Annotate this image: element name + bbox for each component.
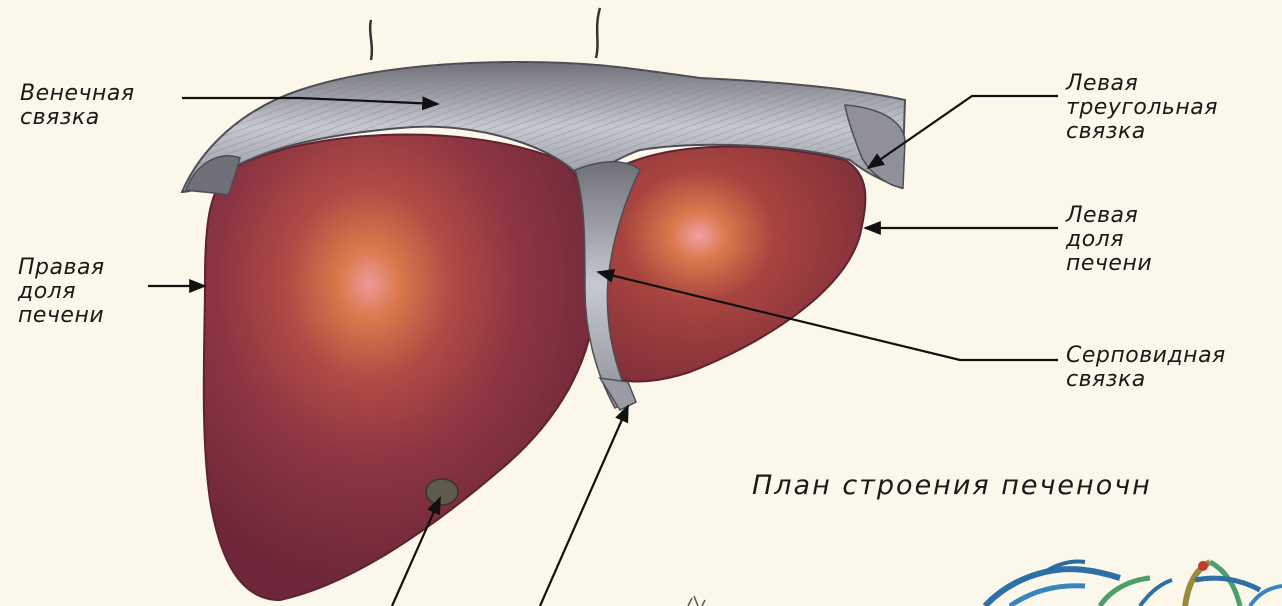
vessel-stub-left bbox=[370, 20, 372, 60]
small-vessel-mark bbox=[688, 596, 705, 606]
label-right-lobe: Правая доля печени bbox=[18, 256, 105, 328]
label-left-triangular-ligament-line1: Левая bbox=[1066, 72, 1218, 96]
label-falciform-ligament-line1: Серповидная bbox=[1066, 344, 1226, 368]
gallbladder-tip bbox=[426, 479, 458, 505]
label-falciform-ligament-line2: связка bbox=[1066, 368, 1226, 392]
label-left-triangular-ligament-line3: связка bbox=[1066, 120, 1218, 144]
label-right-lobe-line2: доля bbox=[18, 280, 105, 304]
label-right-lobe-line1: Правая bbox=[18, 256, 105, 280]
label-falciform-ligament: Серповидная связка bbox=[1066, 344, 1226, 392]
label-right-lobe-line3: печени bbox=[18, 304, 105, 328]
leader-round-ligament bbox=[540, 406, 628, 606]
hepatic-lobule-illustration bbox=[985, 561, 1282, 606]
label-left-triangular-ligament: Левая треугольная связка bbox=[1066, 72, 1218, 144]
left-lobe-of-liver bbox=[597, 146, 866, 381]
label-coronary-ligament-line1: Венечная bbox=[20, 82, 135, 106]
label-coronary-ligament-line2: связка bbox=[20, 106, 135, 130]
label-left-lobe-line3: печени bbox=[1066, 252, 1152, 276]
label-left-lobe-line1: Левая bbox=[1066, 204, 1152, 228]
plan-heading: План строения печеночн bbox=[752, 470, 1152, 501]
label-left-lobe-line2: доля bbox=[1066, 228, 1152, 252]
label-left-lobe: Левая доля печени bbox=[1066, 204, 1152, 276]
label-coronary-ligament: Венечная связка bbox=[20, 82, 135, 130]
round-ligament-stub bbox=[600, 378, 636, 410]
right-lobe-of-liver bbox=[204, 135, 598, 600]
vessel-stub-right bbox=[596, 8, 600, 58]
label-left-triangular-ligament-line2: треугольная bbox=[1066, 96, 1218, 120]
